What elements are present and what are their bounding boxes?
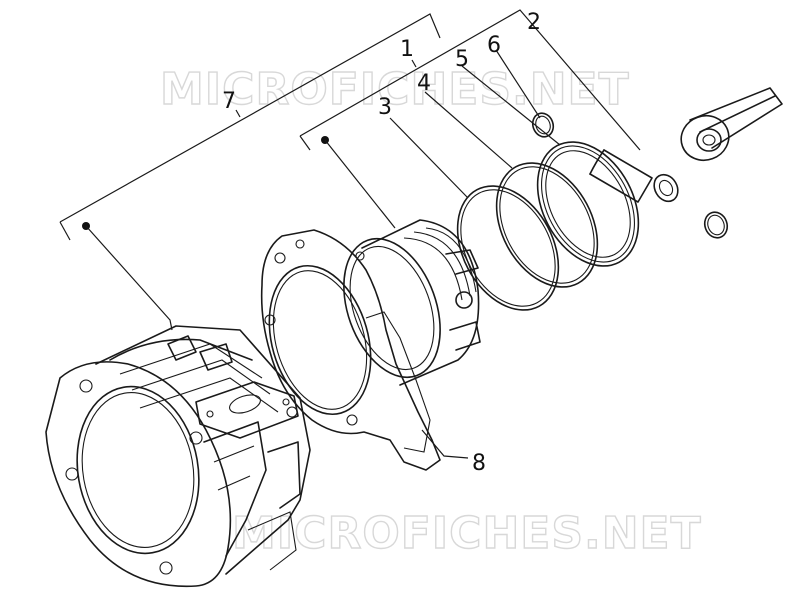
callout-5: 5 — [455, 47, 469, 72]
watermark-bottom: MICROFICHES.NET — [232, 508, 702, 559]
circlip-bottom — [703, 211, 729, 239]
callout-1: 1 — [400, 37, 414, 62]
piston-ring-4 — [495, 162, 599, 288]
callout-2: 2 — [527, 10, 541, 35]
connecting-rod — [680, 87, 783, 162]
callout-3: 3 — [378, 95, 392, 120]
callout-4: 4 — [417, 71, 431, 96]
callout-leaders — [59, 9, 641, 459]
piston-ring-3 — [456, 185, 560, 311]
callout-7: 7 — [222, 89, 236, 114]
watermark-top: MICROFICHES.NET — [160, 64, 630, 115]
cylinder — [45, 325, 311, 588]
callout-6: 6 — [487, 33, 501, 58]
piston-ring-5 — [536, 141, 640, 267]
cylinder-gasket — [260, 229, 441, 471]
piston — [343, 219, 481, 386]
callout-8: 8 — [472, 451, 486, 476]
piston-pin — [589, 149, 679, 203]
circlip-top — [531, 112, 555, 138]
